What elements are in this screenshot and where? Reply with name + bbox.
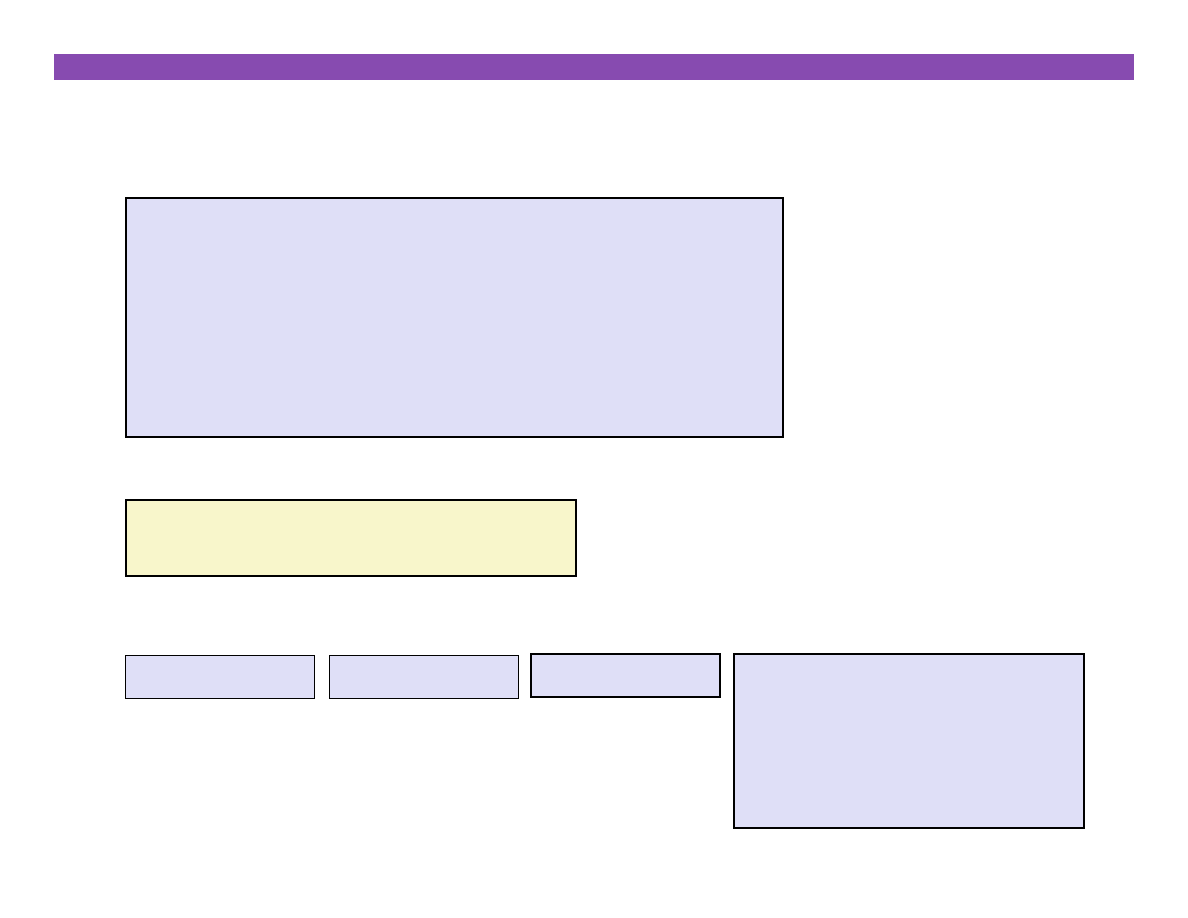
header-bar [54,54,1134,80]
small-box-3 [530,653,721,698]
note-box [125,499,577,577]
side-box [733,653,1085,829]
main-content-box [125,197,784,438]
small-box-1 [125,655,315,699]
small-box-2 [329,655,519,699]
